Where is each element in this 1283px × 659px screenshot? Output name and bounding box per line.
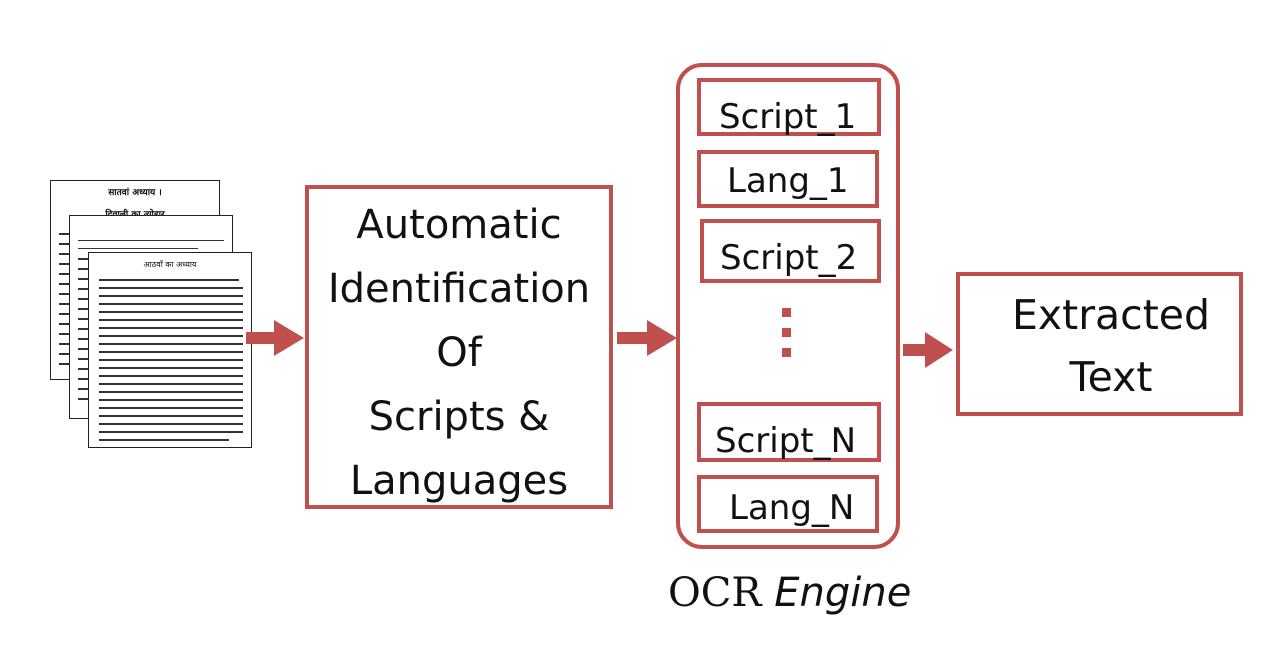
module-lang-1: Lang_1 <box>697 150 879 208</box>
identification-line: Automatic <box>356 202 562 248</box>
arrow-to-output <box>903 332 953 368</box>
ellipsis-dots <box>779 308 793 368</box>
arrow-to-ocr-engine <box>617 320 677 356</box>
module-lang-n: Lang_N <box>697 475 879 533</box>
ocr-engine-container <box>676 63 900 549</box>
extracted-text-label: Extracted Text <box>956 284 1266 408</box>
ocr-caption-italic: Engine <box>774 570 912 616</box>
module-label: Script_N <box>715 421 857 461</box>
module-label: Script_1 <box>719 97 857 137</box>
identification-box <box>305 185 613 509</box>
module-label: Script_2 <box>720 238 858 278</box>
identification-line: Identification <box>327 266 591 312</box>
identification-label: Automatic Identification Of Scripts & La… <box>305 193 613 513</box>
identification-line: Of <box>436 330 482 376</box>
document-page-front: आठवाँ का अध्याय <box>88 252 252 448</box>
module-script-2: Script_2 <box>700 219 881 283</box>
module-label: Lang_N <box>729 488 855 528</box>
output-line: Extracted <box>1011 291 1211 339</box>
module-script-1: Script_1 <box>697 78 881 136</box>
extracted-text-box <box>956 272 1243 416</box>
arrow-to-identification <box>246 320 304 356</box>
ocr-engine-caption: OCR Engine <box>668 570 911 616</box>
identification-line: Languages <box>349 458 569 504</box>
ocr-caption-main: OCR <box>668 570 762 616</box>
output-line: Text <box>1069 353 1153 401</box>
document-front-title: आठवाँ का अध्याय <box>143 260 197 269</box>
identification-line: Scripts & <box>368 394 550 440</box>
module-label: Lang_1 <box>727 161 849 201</box>
module-script-n: Script_N <box>697 402 881 462</box>
document-title: सातवां अध्याय । <box>108 188 162 198</box>
